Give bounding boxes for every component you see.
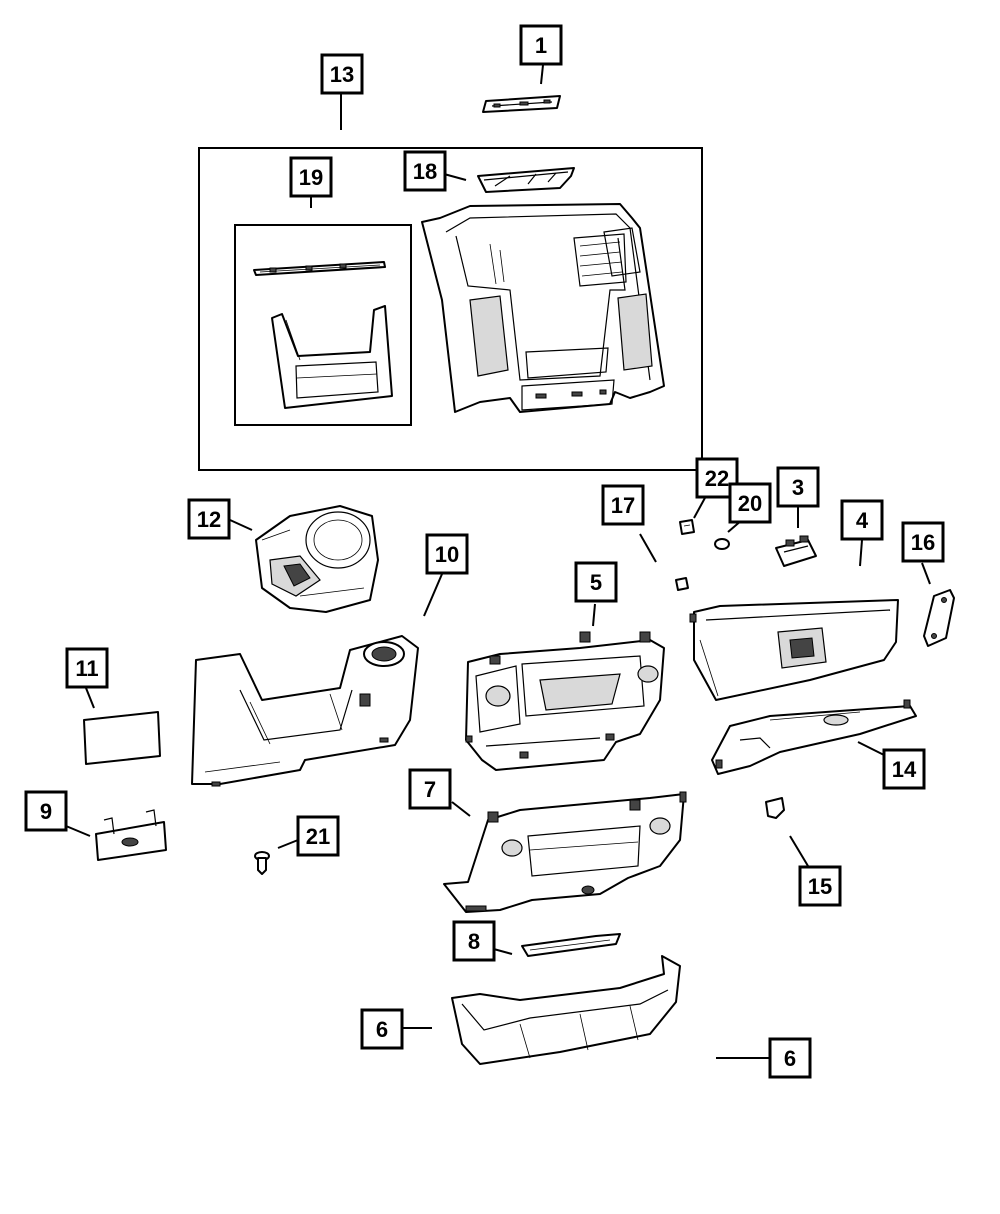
callout-7-label: 7 bbox=[424, 777, 436, 802]
callout-5-label: 5 bbox=[590, 570, 602, 595]
leader-11 bbox=[85, 687, 95, 709]
part-1-trim-strip bbox=[482, 95, 561, 113]
callout-8: 8 bbox=[452, 920, 496, 962]
part-3-switch bbox=[775, 535, 817, 567]
part-5-radio-bezel bbox=[465, 631, 665, 771]
leader-22 bbox=[693, 495, 707, 519]
callout-4-label: 4 bbox=[856, 508, 869, 533]
group-19-frame bbox=[234, 224, 412, 426]
callout-14: 14 bbox=[882, 748, 926, 790]
callout-21-label: 21 bbox=[306, 824, 330, 849]
callout-20-label: 20 bbox=[738, 491, 762, 516]
leader-12 bbox=[229, 519, 253, 531]
callout-9-label: 9 bbox=[40, 799, 52, 824]
callout-8-label: 8 bbox=[468, 929, 480, 954]
callout-13-label: 13 bbox=[330, 62, 354, 87]
leader-10 bbox=[423, 573, 443, 617]
callout-19: 19 bbox=[289, 156, 333, 198]
callout-3-label: 3 bbox=[792, 475, 804, 500]
callout-11-label: 11 bbox=[75, 656, 98, 681]
part-20-cap bbox=[714, 538, 730, 550]
leader-14 bbox=[857, 741, 885, 756]
callout-19-label: 19 bbox=[299, 165, 323, 190]
part-10-lower-panel bbox=[191, 635, 419, 787]
callout-6-right: 6 bbox=[768, 1037, 812, 1079]
callout-20: 20 bbox=[728, 482, 772, 524]
leader-9 bbox=[65, 825, 91, 837]
callout-12: 12 bbox=[187, 498, 231, 540]
callout-12-label: 12 bbox=[197, 507, 221, 532]
leader-7 bbox=[451, 801, 471, 817]
part-22-clip bbox=[679, 519, 695, 535]
callout-10-label: 10 bbox=[435, 542, 459, 567]
part-6-lower-trim bbox=[451, 955, 681, 1065]
callout-3: 3 bbox=[776, 466, 820, 508]
leader-17 bbox=[639, 533, 657, 563]
group-13-frame bbox=[198, 147, 703, 471]
part-19-bezel bbox=[271, 305, 393, 409]
leader-1 bbox=[540, 64, 544, 85]
leader-21 bbox=[277, 839, 299, 849]
callout-13: 13 bbox=[320, 53, 364, 95]
leader-16 bbox=[921, 562, 931, 585]
callout-18-label: 18 bbox=[413, 159, 437, 184]
callout-14-label: 14 bbox=[892, 757, 917, 782]
part-18-upper-trim bbox=[477, 167, 575, 193]
callout-11: 11 bbox=[65, 647, 109, 689]
callout-6-right-label: 6 bbox=[784, 1046, 796, 1071]
callout-6-left: 6 bbox=[360, 1008, 404, 1050]
callout-18: 18 bbox=[403, 150, 447, 192]
part-11-pad bbox=[83, 711, 161, 765]
part-19-strip bbox=[253, 261, 386, 276]
callout-1-label: 1 bbox=[535, 33, 547, 58]
callout-15: 15 bbox=[798, 865, 842, 907]
leader-5 bbox=[592, 603, 596, 627]
callout-21: 21 bbox=[296, 815, 340, 857]
part-8-strip bbox=[521, 933, 621, 957]
callout-16-label: 16 bbox=[911, 530, 935, 555]
part-9-small-bezel bbox=[95, 809, 167, 861]
callout-4: 4 bbox=[840, 499, 884, 541]
part-15-clip bbox=[765, 797, 785, 819]
part-21-screw bbox=[254, 851, 270, 875]
leader-18 bbox=[443, 173, 467, 181]
callout-6-left-label: 6 bbox=[376, 1017, 388, 1042]
callout-22-label: 22 bbox=[705, 466, 729, 491]
callout-15-label: 15 bbox=[808, 874, 832, 899]
leader-15 bbox=[789, 835, 809, 867]
part-17-clip bbox=[675, 577, 689, 591]
part-16-bracket bbox=[923, 589, 955, 647]
part-7-lower-bezel bbox=[443, 791, 687, 913]
callout-17: 17 bbox=[601, 484, 645, 526]
callout-16: 16 bbox=[901, 521, 945, 563]
callout-9: 9 bbox=[24, 790, 68, 832]
part-4-glove-box-door bbox=[689, 599, 899, 701]
leader-4 bbox=[859, 539, 863, 567]
part-14-bin bbox=[711, 699, 917, 775]
callout-5: 5 bbox=[574, 561, 618, 603]
callout-10: 10 bbox=[425, 533, 469, 575]
part-13-center-bezel bbox=[421, 203, 665, 413]
leader-lines bbox=[65, 64, 931, 1059]
callout-7: 7 bbox=[408, 768, 452, 810]
callout-17-label: 17 bbox=[611, 493, 635, 518]
callout-1: 1 bbox=[519, 24, 563, 66]
part-12-column-cover bbox=[255, 505, 379, 613]
